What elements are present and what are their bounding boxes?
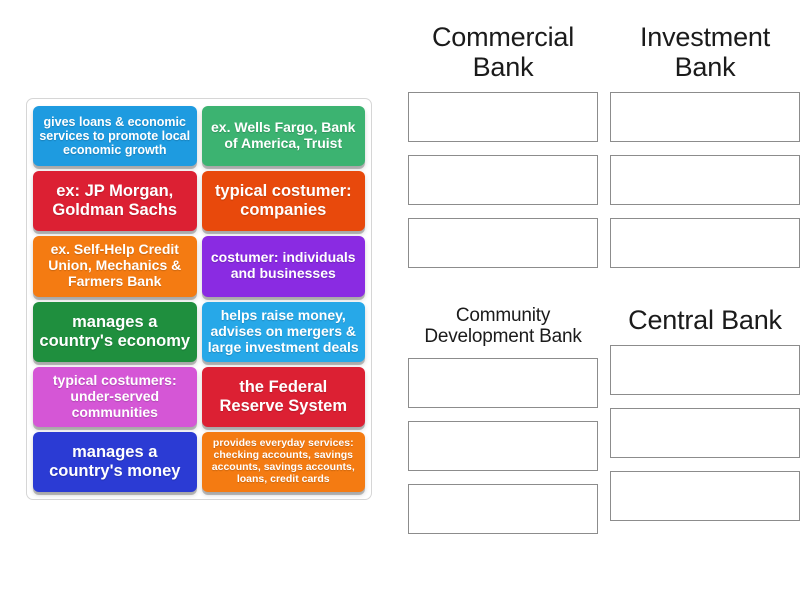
category-dropzone[interactable] xyxy=(408,357,598,408)
answer-tile-label: gives loans & economic services to promo… xyxy=(39,114,191,158)
answer-tile[interactable]: helps raise money, advises on mergers & … xyxy=(201,301,365,362)
answer-tile[interactable]: manages a country's economy xyxy=(33,301,197,362)
answer-tile[interactable]: typical costumer: companies xyxy=(201,171,365,232)
answer-tile-label: costumer: individuals and businesses xyxy=(210,249,356,282)
answer-tile-label: ex: JP Morgan, Goldman Sachs xyxy=(52,182,178,220)
answer-tile[interactable]: the Federal Reserve System xyxy=(201,366,365,427)
category-dropzone[interactable] xyxy=(610,345,800,396)
answer-tile-label: provides everyday services: checking acc… xyxy=(211,436,355,485)
answer-tile[interactable]: ex. Self-Help Credit Union, Mechanics & … xyxy=(33,236,197,297)
answer-tile[interactable]: manages a country's money xyxy=(33,431,197,492)
answer-tile-label: helps raise money, advises on mergers & … xyxy=(207,306,359,355)
answer-tile[interactable]: gives loans & economic services to promo… xyxy=(33,106,197,167)
category-dropzone[interactable] xyxy=(610,471,800,522)
answer-tile-label: ex. Self-Help Credit Union, Mechanics & … xyxy=(48,241,182,290)
answer-tile-label: manages a country's money xyxy=(49,443,181,480)
category-title: Investment Bank xyxy=(639,22,771,83)
category-dropzone[interactable] xyxy=(610,155,800,206)
category-dropzone[interactable] xyxy=(610,92,800,143)
category-title: Central Bank xyxy=(628,305,782,335)
answer-tile-label: typical costumers: under-served communit… xyxy=(52,371,177,420)
category-dropzone[interactable] xyxy=(408,483,598,534)
category-group: Commercial Bank xyxy=(408,22,598,269)
category-group: Community Development Bank xyxy=(408,305,598,534)
category-title: Community Development Bank xyxy=(424,305,582,348)
answer-tile-label: the Federal Reserve System xyxy=(219,377,347,415)
category-dropzone[interactable] xyxy=(408,92,598,143)
answer-tile-label: ex. Wells Fargo, Bank of America, Truist xyxy=(211,119,356,152)
answer-tile-label: manages a country's economy xyxy=(39,312,191,350)
category-dropzone[interactable] xyxy=(610,218,800,269)
category-title: Commercial Bank xyxy=(431,22,575,83)
answer-tile[interactable]: typical costumers: under-served communit… xyxy=(33,366,197,427)
category-group: Central Bank xyxy=(610,305,800,522)
category-dropzone[interactable] xyxy=(610,408,800,459)
category-group: Investment Bank xyxy=(610,22,800,269)
answer-tile-label: typical costumer: companies xyxy=(214,182,352,220)
answer-tile[interactable]: ex. Wells Fargo, Bank of America, Truist xyxy=(201,106,365,167)
category-dropzone[interactable] xyxy=(408,155,598,206)
answer-tile[interactable]: costumer: individuals and businesses xyxy=(201,236,365,297)
category-dropzone[interactable] xyxy=(408,420,598,471)
category-dropzone[interactable] xyxy=(408,218,598,269)
answer-tile-tray: gives loans & economic services to promo… xyxy=(26,98,372,500)
answer-tile[interactable]: ex: JP Morgan, Goldman Sachs xyxy=(33,171,197,232)
answer-tile[interactable]: provides everyday services: checking acc… xyxy=(201,431,365,492)
tile-grid: gives loans & economic services to promo… xyxy=(33,106,365,492)
